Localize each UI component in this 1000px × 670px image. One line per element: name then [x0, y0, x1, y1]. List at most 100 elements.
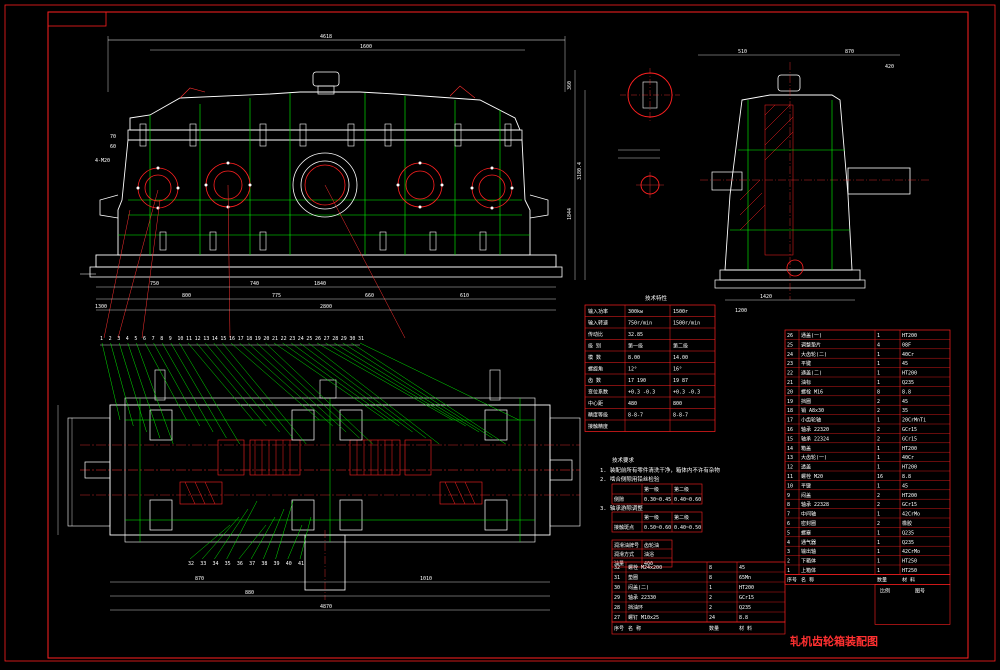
balloon-top: 8: [160, 336, 163, 342]
tech-cell: 第一级: [644, 486, 659, 493]
parts-cell: 垫圈: [628, 574, 638, 581]
leader-line: [282, 342, 400, 427]
parts-cell: 1: [787, 568, 790, 574]
parts-cell: 45: [902, 361, 908, 367]
balloon-bottom: 38: [261, 561, 267, 567]
parts-cell: 通盖(一): [801, 332, 822, 339]
leader-line: [308, 342, 440, 445]
param-cell: 第二级: [673, 343, 688, 350]
balloon-bottom: 33: [200, 561, 206, 567]
param-cell: 螺旋角: [588, 366, 603, 373]
balloon-bottom: 35: [225, 561, 231, 567]
parts-cell: 8: [709, 565, 712, 571]
front-dim-left-2: 60: [110, 144, 116, 150]
leader-line: [291, 342, 413, 433]
tech-cell: 第一级: [644, 514, 659, 521]
parts-cell: 7: [787, 512, 790, 518]
tech-cell: 润滑方式: [614, 551, 634, 558]
leader-line: [110, 342, 134, 427]
parts-cell: 1: [877, 483, 880, 489]
front-dim-left-0: 4-M20: [95, 158, 110, 164]
binding-tab: [47, 11, 107, 27]
parts-cell: 输出轴: [801, 548, 816, 555]
leader-line: [325, 342, 466, 427]
parts-cell: 挡圈: [801, 398, 811, 405]
parts-cell: 32: [614, 565, 620, 571]
parts-cell: 30: [614, 585, 620, 591]
balloon-bottom: 40: [286, 561, 292, 567]
balloon-top: 1: [100, 336, 103, 342]
parts-header-cell: 序号: [614, 625, 624, 632]
parts-footer-border: [874, 584, 951, 625]
parts-footer-cell: 比例: [880, 587, 890, 594]
parts-cell: 2: [877, 502, 880, 508]
parts-cell: 透盖: [801, 464, 811, 471]
param-cell: 中心距: [588, 400, 603, 407]
plan-dim-bottom-3: 4870: [320, 604, 332, 610]
balloon-top: 27: [324, 336, 330, 342]
parts-cell: 闷盖(二): [628, 584, 649, 591]
parts-cell: 闷盖: [801, 492, 811, 499]
parts-cell: 平键: [801, 360, 811, 367]
parts-cell: GCr15: [902, 502, 917, 508]
param-cell: 1500r/min: [673, 321, 700, 327]
leader-line: [202, 516, 240, 560]
parts-cell: 1: [877, 333, 880, 339]
balloon-top: 9: [169, 336, 172, 342]
param-cell: 输入功率: [588, 308, 608, 315]
parts-cell: 29: [614, 595, 620, 601]
parts-cell: GCr15: [739, 595, 754, 601]
leader-line: [213, 342, 294, 439]
side-view: 510 870 420 1420 1200: [698, 49, 930, 314]
balloon-top: 4: [126, 336, 129, 342]
parts-cell: 40Cr: [902, 455, 914, 461]
parts-cell: 通气器: [801, 539, 816, 546]
leader-line: [214, 508, 249, 560]
parts-header-border: [611, 621, 786, 635]
balloon-top: 3: [117, 336, 120, 342]
detail-view: [618, 68, 680, 198]
leader-line: [248, 342, 347, 433]
leader-line: [136, 342, 174, 445]
parts-cell: 45: [902, 483, 908, 489]
leader-line: [334, 342, 480, 433]
parts-cell: 8: [787, 502, 790, 508]
parts-cell: 2: [877, 436, 880, 442]
parts-cell: HT200: [902, 371, 917, 377]
front-dim-bottom-1: 740: [250, 281, 259, 287]
parts-cell: 轴承 22320: [801, 426, 829, 433]
balloon-bottom: 34: [212, 561, 218, 567]
leader-line: [342, 342, 493, 439]
parts-cell: 箱盖: [801, 445, 811, 452]
tech-requirements: 技术要求 1. 装配前所有零件清洗干净，箱体内不许有杂物 2. 啮合侧隙用铅丝检…: [600, 456, 720, 568]
parts-footer-cell: 图号: [915, 588, 925, 594]
parts-cell: 11: [787, 474, 793, 480]
balloon-bottom: 37: [249, 561, 255, 567]
balloon-top: 29: [341, 336, 347, 342]
balloon-top: 30: [349, 336, 355, 342]
parts-cell: 10: [787, 483, 793, 489]
parts-cell: HT200: [902, 333, 917, 339]
balloon-bottom: 41: [298, 561, 304, 567]
parts-cell: 2: [877, 493, 880, 499]
param-cell: 齿 数: [588, 377, 601, 384]
balloon-top: 26: [315, 336, 321, 342]
balloon-top: 2: [109, 336, 112, 342]
parts-cell: Q235: [902, 540, 914, 546]
leader-line: [238, 524, 267, 560]
parts-cell: 4: [877, 342, 880, 348]
parts-cell: 2: [709, 605, 712, 611]
parts-cell: 2: [877, 408, 880, 414]
leader-line: [316, 342, 453, 421]
parts-cell: Q235: [739, 605, 751, 611]
param-cell: 750r/min: [628, 321, 652, 327]
leader-line: [144, 342, 187, 421]
leader-line: [275, 500, 294, 560]
front-dim-right-2: 3180.4: [577, 162, 583, 180]
balloon-top: 20: [263, 336, 269, 342]
balloon-bottom: 32: [188, 561, 194, 567]
parts-cell: 中间轴: [801, 511, 816, 518]
parts-cell: 40Cr: [902, 352, 914, 358]
tech-req-line-2: 3. 轴承游隙调整: [600, 504, 643, 512]
